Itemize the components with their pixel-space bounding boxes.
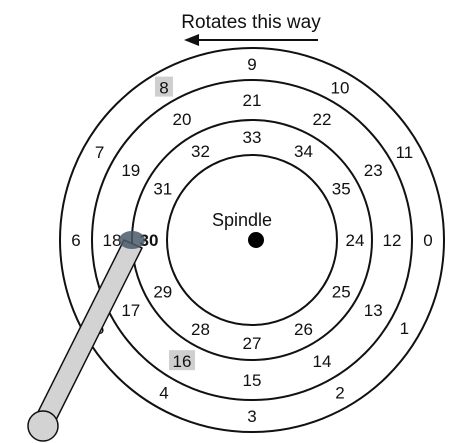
sector-label-34: 34 [294,142,313,161]
sector-label-7: 7 [95,143,104,162]
sector-label-17: 17 [121,301,140,320]
sector-highlight-8 [155,76,173,97]
arm-pivot [27,410,59,442]
sector-label-4: 4 [159,383,168,402]
sector-label-23: 23 [364,161,383,180]
read-write-head [119,231,145,249]
sector-label-31: 31 [153,180,172,199]
sector-label-6: 6 [71,231,80,250]
sector-label-1: 1 [400,319,409,338]
rotation-caption: Rotates this way [181,12,321,33]
sector-highlights [155,76,195,371]
sector-label-15: 15 [243,371,262,390]
read-write-arm [27,231,145,442]
sector-label-8: 8 [159,79,168,98]
sector-label-0: 0 [423,231,432,250]
middle-track-outer-edge [91,79,413,401]
spindle-dot [248,232,264,248]
sector-label-12: 12 [383,231,402,250]
sector-label-25: 25 [332,283,351,302]
sector-label-30: 30 [140,231,159,250]
sector-label-11: 11 [396,143,414,162]
sector-labels: 0123456789101112131415161718192021222324… [71,55,432,426]
sector-label-13: 13 [364,301,383,320]
sector-label-22: 22 [313,110,332,129]
sector-label-26: 26 [294,320,313,339]
sector-label-21: 21 [243,91,262,110]
spindle-label: Spindle [212,210,272,230]
sector-label-28: 28 [191,320,210,339]
rotation-arrow-icon [184,34,318,46]
sector-label-27: 27 [243,334,262,353]
sector-label-3: 3 [247,407,256,426]
sector-label-32: 32 [191,142,210,161]
arm-body [32,239,144,429]
sector-label-33: 33 [243,128,262,147]
sector-label-10: 10 [331,79,350,98]
sector-label-16: 16 [173,352,192,371]
sector-label-20: 20 [173,110,192,129]
sector-highlight-16 [169,350,195,371]
sector-label-24: 24 [346,231,365,250]
outer-track-outer-edge [59,47,445,433]
sector-label-19: 19 [121,161,140,180]
sector-label-35: 35 [332,180,351,199]
inner-track-inner-edge [166,154,338,326]
sector-label-2: 2 [335,383,344,402]
sector-label-18: 18 [103,231,122,250]
track-circles [59,47,445,433]
sector-label-14: 14 [313,352,332,371]
sector-label-9: 9 [247,55,256,74]
sector-label-29: 29 [153,283,172,302]
